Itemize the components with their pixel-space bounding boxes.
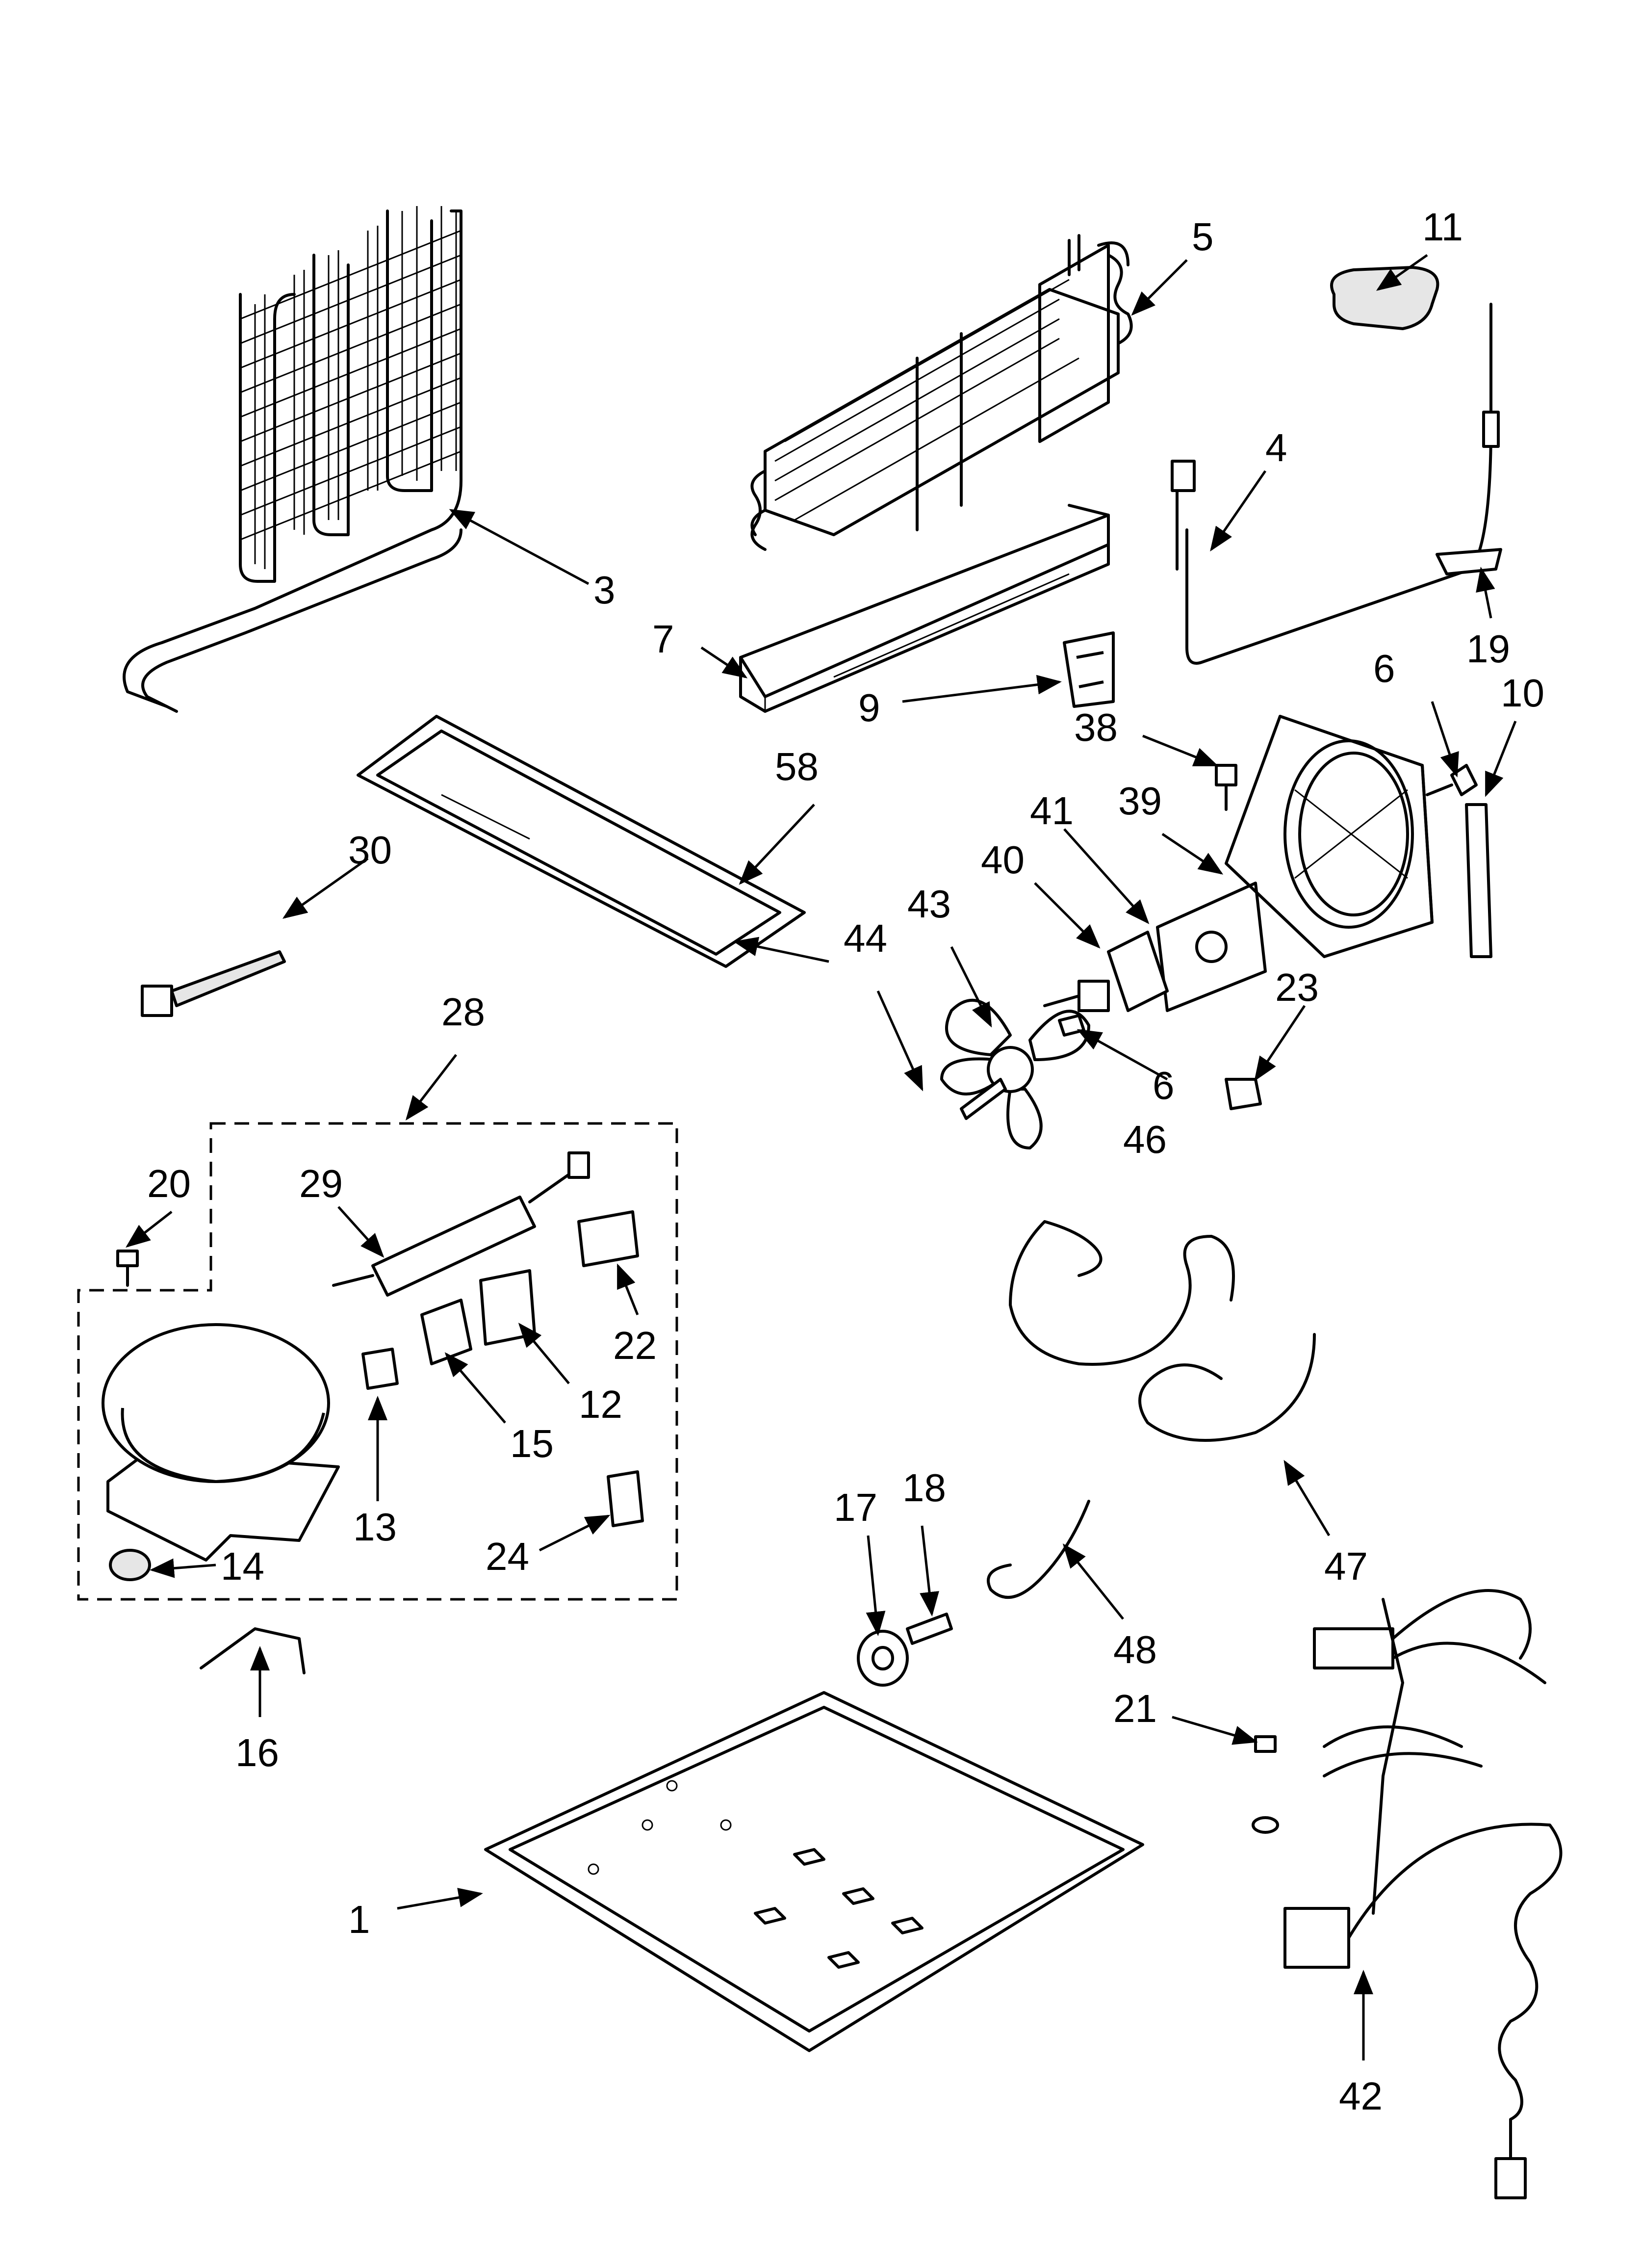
label-5: 5 [1192, 215, 1214, 259]
relay-24 [607, 1470, 644, 1527]
assembly-28-outline [77, 1122, 678, 1601]
label-29: 29 [299, 1162, 343, 1205]
label-12: 12 [579, 1382, 622, 1426]
label-6-upper: 6 [1373, 647, 1395, 690]
label-46: 46 [1123, 1118, 1167, 1161]
label-6-lower: 6 [1153, 1064, 1175, 1107]
drain-pan [357, 715, 806, 968]
label-3: 3 [593, 568, 616, 612]
label-30: 30 [348, 828, 392, 872]
relay-15 [420, 1299, 472, 1365]
callout-labels: 3 5 11 4 7 9 19 6 10 38 39 41 40 43 44 6… [147, 205, 1544, 2118]
label-4: 4 [1265, 426, 1287, 469]
label-17: 17 [834, 1486, 877, 1529]
label-42: 42 [1339, 2074, 1383, 2118]
cable-tie [141, 950, 286, 1017]
label-15: 15 [510, 1422, 554, 1465]
label-24: 24 [486, 1535, 529, 1578]
label-40: 40 [981, 838, 1025, 882]
label-58: 58 [775, 745, 819, 788]
clip-19 [1436, 548, 1502, 575]
label-47: 47 [1324, 1544, 1368, 1588]
label-19: 19 [1466, 627, 1510, 671]
label-39: 39 [1118, 779, 1162, 823]
clip-44 [960, 1078, 1007, 1120]
fan-motor [1043, 931, 1169, 1012]
wiring-harness [1283, 1589, 1563, 2199]
motor-bracket [1156, 882, 1267, 1012]
label-11: 11 [1422, 205, 1463, 249]
label-9: 9 [858, 686, 880, 730]
clip-16 [200, 1627, 306, 1674]
label-38: 38 [1074, 705, 1118, 749]
drain-trough [739, 504, 1110, 713]
tube-47 [1138, 1333, 1316, 1442]
label-22: 22 [613, 1324, 657, 1367]
label-43: 43 [907, 882, 951, 926]
overload-29 [332, 1151, 590, 1297]
strip-10 [1465, 803, 1492, 958]
tube-48 [987, 1500, 1090, 1599]
label-7: 7 [652, 617, 674, 661]
roller-17 [857, 1630, 909, 1687]
leader-arrows [126, 254, 1517, 2060]
clip-23 [1225, 1078, 1262, 1110]
relay-22 [577, 1210, 639, 1267]
base-frame [484, 1691, 1144, 2052]
label-20: 20 [147, 1162, 191, 1205]
label-48: 48 [1113, 1628, 1157, 1671]
screw-20 [116, 1250, 139, 1287]
bolt-18 [906, 1613, 953, 1645]
label-13: 13 [353, 1505, 397, 1549]
label-14: 14 [221, 1544, 264, 1588]
tube-46 [1009, 1220, 1235, 1366]
screw-21 [1252, 1735, 1279, 1834]
relay-13 [361, 1348, 399, 1390]
label-44: 44 [844, 916, 887, 960]
screw-38 [1215, 764, 1237, 811]
grommet-14 [109, 1549, 151, 1581]
pad-11 [1330, 266, 1439, 330]
screw-6-upper [1426, 764, 1478, 796]
sensor-lead [1171, 303, 1500, 665]
compressor [102, 1323, 340, 1562]
label-10: 10 [1501, 671, 1544, 715]
label-18: 18 [902, 1466, 946, 1510]
label-41: 41 [1030, 789, 1074, 833]
label-1: 1 [348, 1898, 370, 1941]
fan-shroud [1225, 715, 1434, 958]
evaporator [750, 234, 1133, 551]
label-21: 21 [1113, 1687, 1157, 1730]
condenser-coil [123, 206, 462, 713]
label-28: 28 [441, 990, 485, 1034]
clip-9 [1063, 631, 1115, 708]
label-23: 23 [1275, 965, 1319, 1009]
label-16: 16 [235, 1731, 279, 1774]
